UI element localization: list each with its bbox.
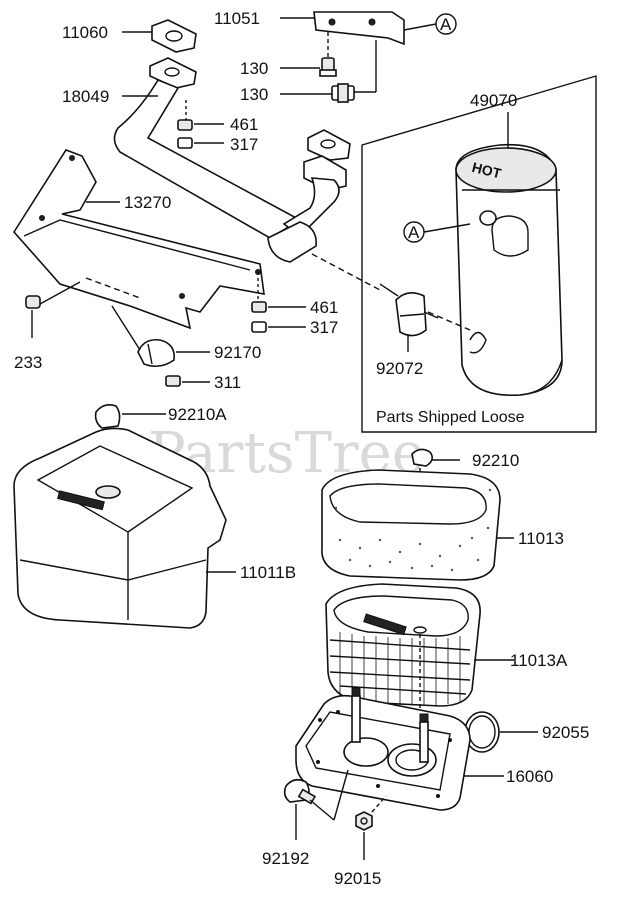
gasket-11060-part	[151, 19, 197, 53]
label-92192: 92192	[262, 849, 309, 868]
bolt-130-upper	[319, 57, 337, 77]
label-233: 233	[14, 353, 42, 372]
label-11013A: 11013A	[510, 651, 568, 670]
bolt-233-part	[25, 295, 41, 309]
clamp-92072-part	[395, 292, 439, 337]
label-130-upper: 130	[240, 59, 268, 78]
bracket-11051-part	[313, 11, 405, 46]
label-92170: 92170	[214, 343, 261, 362]
air-cleaner-cover-11011B-part	[13, 427, 227, 629]
label-92210A: 92210A	[168, 405, 227, 424]
label-317-lower: 317	[310, 318, 338, 337]
label-49070: 49070	[470, 91, 517, 110]
wingbolt-92192-part	[283, 778, 317, 805]
heat-shield-13270-part	[13, 149, 265, 330]
nut-311-part	[165, 375, 181, 387]
label-311: 311	[214, 373, 241, 392]
base-16060-part	[295, 687, 471, 811]
callout-a-letter-1: A	[440, 15, 452, 34]
nut-461-lower	[251, 301, 267, 313]
exhaust-pipe-18049-part	[113, 57, 351, 263]
foam-precleaner-11013-part	[321, 469, 501, 581]
oring-92055-part	[464, 711, 500, 753]
label-92210: 92210	[472, 451, 519, 470]
nut-317-upper	[177, 137, 193, 149]
label-11051: 11051	[214, 9, 260, 28]
label-92055: 92055	[542, 723, 589, 742]
bolt-130-lower	[331, 83, 355, 103]
shipped-loose-note: Parts Shipped Loose	[376, 409, 525, 426]
nut-92015-part	[355, 811, 373, 831]
label-92072: 92072	[376, 359, 423, 378]
callout-a-letter-2: A	[408, 223, 420, 242]
label-18049: 18049	[62, 87, 109, 106]
clamp-92170-part	[137, 338, 176, 368]
wingnut-92210A-part	[94, 404, 121, 429]
label-130-lower: 130	[240, 85, 268, 104]
paper-element-11013A-part	[325, 583, 481, 707]
label-16060: 16060	[506, 767, 553, 786]
label-13270: 13270	[124, 193, 171, 212]
label-461-upper: 461	[230, 115, 258, 134]
label-11060: 11060	[62, 23, 108, 42]
label-461-lower: 461	[310, 298, 338, 317]
nut-461-upper	[177, 119, 193, 131]
shipped-loose-box	[361, 75, 597, 433]
wingnut-92210-part	[411, 448, 434, 467]
label-11013: 11013	[518, 529, 564, 548]
hot-warning-text: HOT	[470, 159, 503, 182]
muffler-part: HOT	[455, 143, 563, 397]
label-92015: 92015	[334, 869, 381, 888]
label-11011B: 11011B	[240, 563, 296, 582]
label-317-upper: 317	[230, 135, 258, 154]
nut-317-lower	[251, 321, 267, 333]
